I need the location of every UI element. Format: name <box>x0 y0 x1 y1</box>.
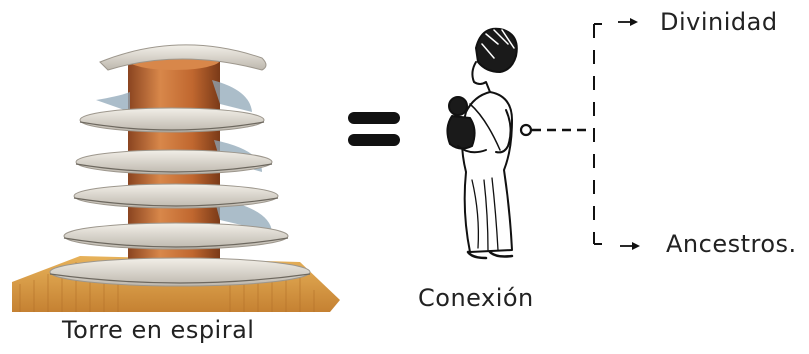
connection-top-label: Divinidad <box>660 8 778 36</box>
woman-caption: Conexión <box>418 284 534 312</box>
equals-sign-icon <box>348 112 400 146</box>
connection-node <box>521 125 531 135</box>
tower-caption: Torre en espiral <box>62 316 254 344</box>
woman-carrying-child-illustration <box>447 29 516 258</box>
arrow-right-icon <box>620 242 640 250</box>
spiral-tower-illustration <box>12 45 340 312</box>
connection-bottom-label: Ancestros. <box>666 230 797 258</box>
arrow-right-icon <box>618 18 638 26</box>
connection-bracket <box>521 24 602 244</box>
